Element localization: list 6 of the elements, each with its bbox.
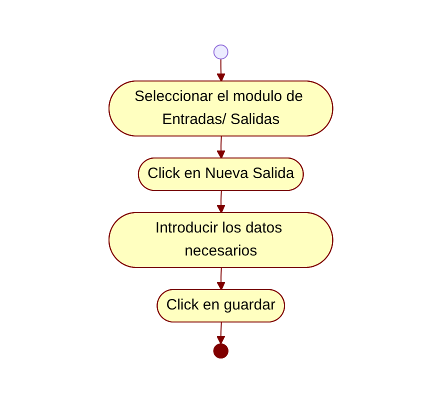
arrow [216,267,226,290]
node-circle [214,44,228,59]
arrow [216,190,226,213]
arrow [216,136,226,158]
arrow [216,321,226,344]
arrow [216,58,226,82]
